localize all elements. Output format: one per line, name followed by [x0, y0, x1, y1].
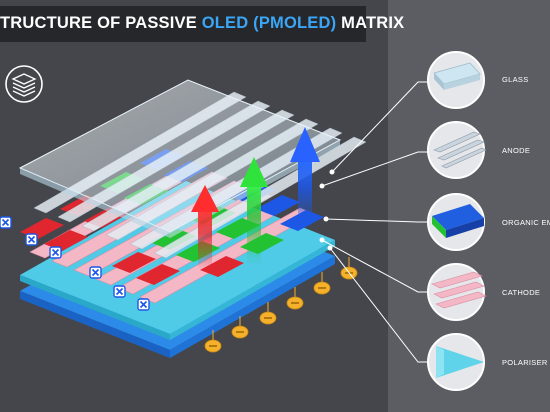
red-light-arrow: [191, 185, 219, 270]
glass-layer-edge: [20, 168, 170, 238]
label-organic-emitter: ORGANIC EMITT: [502, 218, 550, 227]
organic-emitter-badge: [427, 193, 485, 251]
page-title: TRUCTURE OF PASSIVE OLED (PMOLED) MATRIX: [0, 14, 404, 33]
anode-badge: [427, 121, 487, 179]
polariser-layer-edge-right: [170, 256, 335, 358]
label-glass: GLASS: [502, 75, 529, 84]
label-cathode: CATHODE: [502, 288, 541, 297]
minus-marks: [209, 272, 353, 347]
connector-x-marks: [1, 218, 148, 309]
substrate-layer-edge-right: [170, 240, 335, 340]
label-anode: ANODE: [502, 146, 531, 155]
title-prefix: TRUCTURE OF PASSIVE: [0, 14, 197, 32]
substrate-layer-edge: [20, 275, 170, 340]
blue-light-arrow: [290, 127, 320, 230]
title-highlight: OLED (PMOLED): [201, 14, 337, 32]
leader-dots: [319, 169, 335, 251]
title-suffix: MATRIX: [341, 14, 405, 32]
label-polariser: POLARISER: [502, 358, 548, 367]
layers-stack-icon: [5, 65, 43, 103]
polariser-badge: [427, 333, 485, 391]
leader-lines: [321, 81, 430, 363]
polariser-layer-edge: [20, 291, 170, 358]
cathode-badge: [427, 263, 487, 321]
title-bar: [0, 6, 366, 42]
green-light-arrow: [240, 157, 268, 265]
glass-badge: [427, 51, 485, 109]
